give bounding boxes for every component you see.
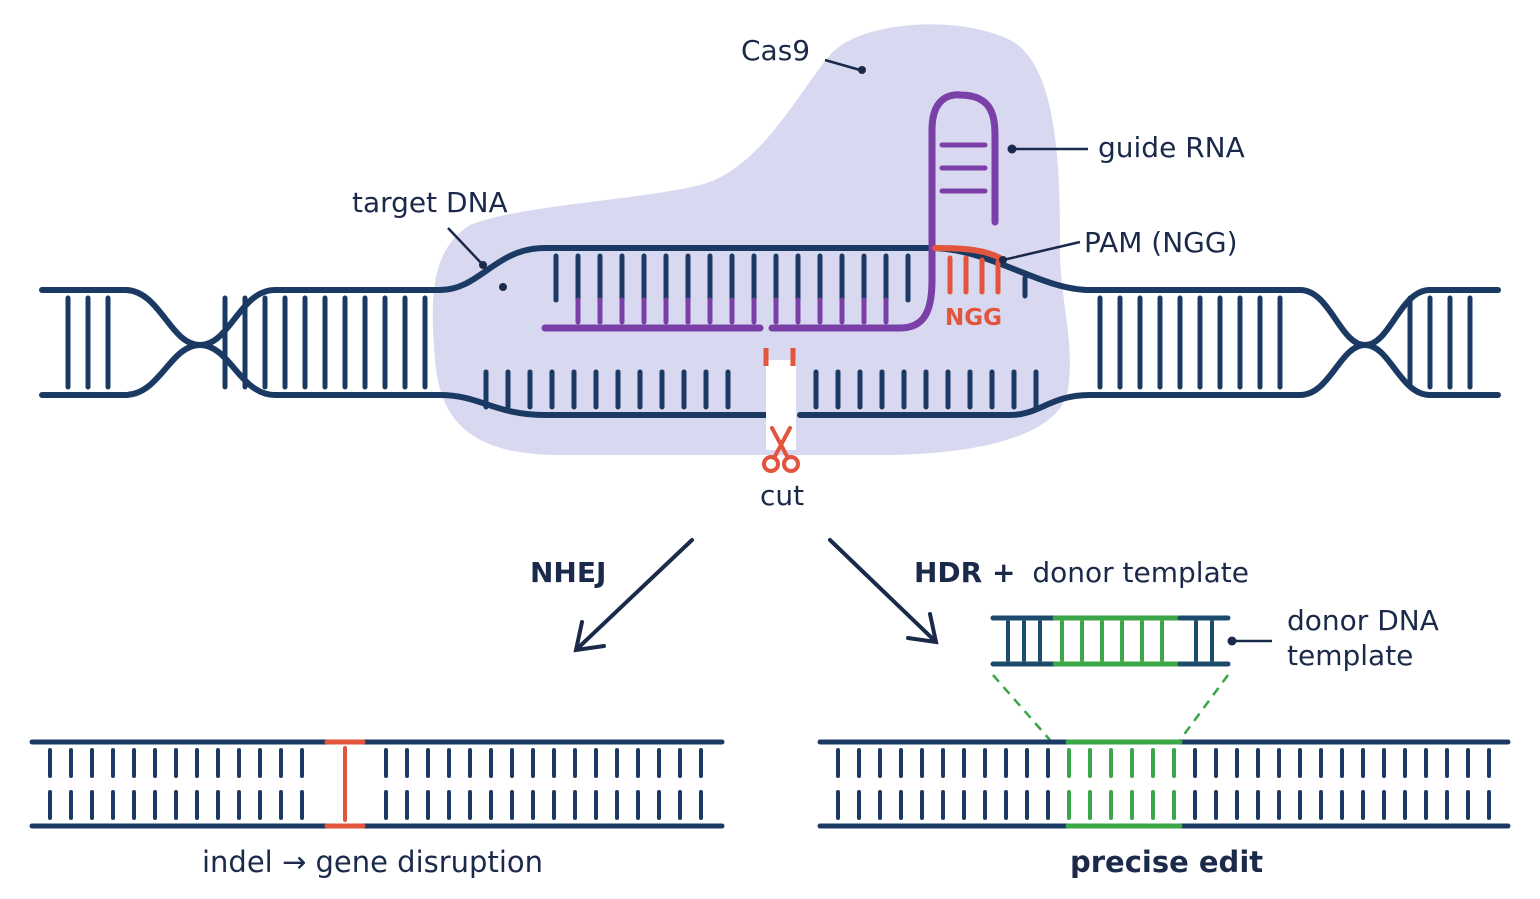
donor-dna-label-line1: donor DNA (1287, 604, 1439, 637)
pam-leader (1002, 240, 1081, 262)
guide-rna-dot (1007, 144, 1017, 154)
nhej-arrow (573, 538, 694, 653)
guide-rna (541, 91, 999, 332)
hdr-result-dna (817, 739, 1511, 829)
nhej-label: NHEJ (530, 556, 606, 589)
guide-rna-bases (575, 297, 889, 325)
donor-dna-label-line2: template (1287, 639, 1413, 672)
cas9-leader (824, 58, 861, 72)
hdr-label-bold: HDR + (914, 556, 1015, 589)
guide-rna-label: guide RNA (1098, 131, 1245, 164)
pam-dot (999, 256, 1007, 264)
helix-base-pairs (65, 253, 1473, 410)
dna-strand-bottom (39, 341, 1501, 418)
ngg-label: NGG (945, 305, 1002, 331)
cut-label: cut (760, 479, 804, 512)
hdr-label: HDR + donor template (914, 556, 1249, 589)
donor-dna-template (990, 615, 1231, 667)
insert-guide-left (992, 674, 1051, 741)
cas9-dot (858, 66, 866, 74)
target-dna-label: target DNA (352, 186, 508, 219)
cut-site (763, 348, 796, 450)
hdr-arrow (828, 538, 939, 645)
cut-gap (766, 360, 796, 450)
precise-edit-label: precise edit (1070, 845, 1263, 879)
donor-base-pairs (1006, 620, 1214, 662)
indel-label: indel → gene disruption (202, 845, 543, 879)
donor-dot (1227, 636, 1237, 646)
scissors-icon (762, 426, 800, 473)
pam-strand (932, 245, 1003, 261)
nhej-result-dna (29, 739, 725, 829)
pam-label: PAM (NGG) (1084, 226, 1238, 259)
cas9-protein (432, 24, 1070, 456)
insert-guide-right (1178, 674, 1230, 741)
hdr-base-pairs (836, 748, 1491, 820)
nhej-base-pairs (48, 746, 703, 822)
target-dna-dot-1 (479, 261, 487, 269)
hdr-label-rest: donor template (1032, 556, 1249, 589)
cas9-label: Cas9 (741, 34, 810, 67)
donor-dna-label: donor DNA template (1287, 604, 1448, 672)
target-dna-leader (447, 227, 484, 266)
pam-site (932, 245, 1003, 295)
guide-rna-strand (541, 91, 999, 332)
target-dna-dot-2 (499, 283, 507, 291)
target-dna-helix (39, 245, 1501, 418)
